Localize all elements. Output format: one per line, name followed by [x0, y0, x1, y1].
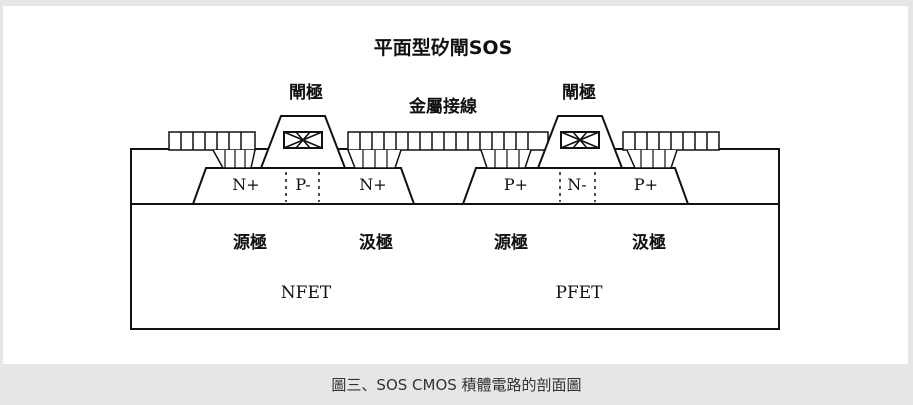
sos-cmos-cross-section: 平面型矽閘SOS 閘極 閘極 金屬接線 N+ P- N+ P+ N- P+ 源極… [130, 36, 780, 330]
nfet-name: NFET [281, 283, 332, 303]
pfet-source-dopant: P+ [504, 175, 528, 194]
pfet-source-label: 源極 [494, 232, 528, 253]
pfet-silicon-island [461, 167, 690, 205]
pfet-drain-dopant: P+ [634, 175, 658, 194]
nfet-source-dopant: N+ [232, 175, 259, 194]
nfet-channel-dopant: P- [295, 175, 310, 194]
gate-label-left: 閘極 [289, 82, 323, 103]
pfet-name: PFET [556, 283, 604, 303]
nfet-gate [259, 115, 347, 169]
diagram-canvas: 平面型矽閘SOS 閘極 閘極 金屬接線 N+ P- N+ P+ N- P+ 源極… [3, 6, 908, 364]
gate-label-right: 閘極 [562, 82, 596, 103]
metal-label: 金屬接線 [408, 96, 477, 117]
pfet-gate [536, 115, 624, 169]
sapphire-substrate [130, 203, 780, 330]
nfet-silicon-island [191, 167, 416, 205]
metal-interconnect-left [168, 131, 256, 169]
figure-caption: 圖三、SOS CMOS 積體電路的剖面圖 [331, 376, 582, 394]
metal-interconnect-right [622, 131, 720, 169]
nfet-source-label: 源極 [233, 232, 267, 253]
metal-interconnect-middle [347, 131, 549, 169]
nfet-drain-label: 汲極 [359, 232, 393, 253]
diagram-title: 平面型矽閘SOS [374, 36, 513, 59]
nfet-drain-dopant: N+ [359, 175, 386, 194]
pfet-drain-label: 汲極 [632, 232, 666, 253]
pfet-channel-dopant: N- [567, 175, 586, 194]
